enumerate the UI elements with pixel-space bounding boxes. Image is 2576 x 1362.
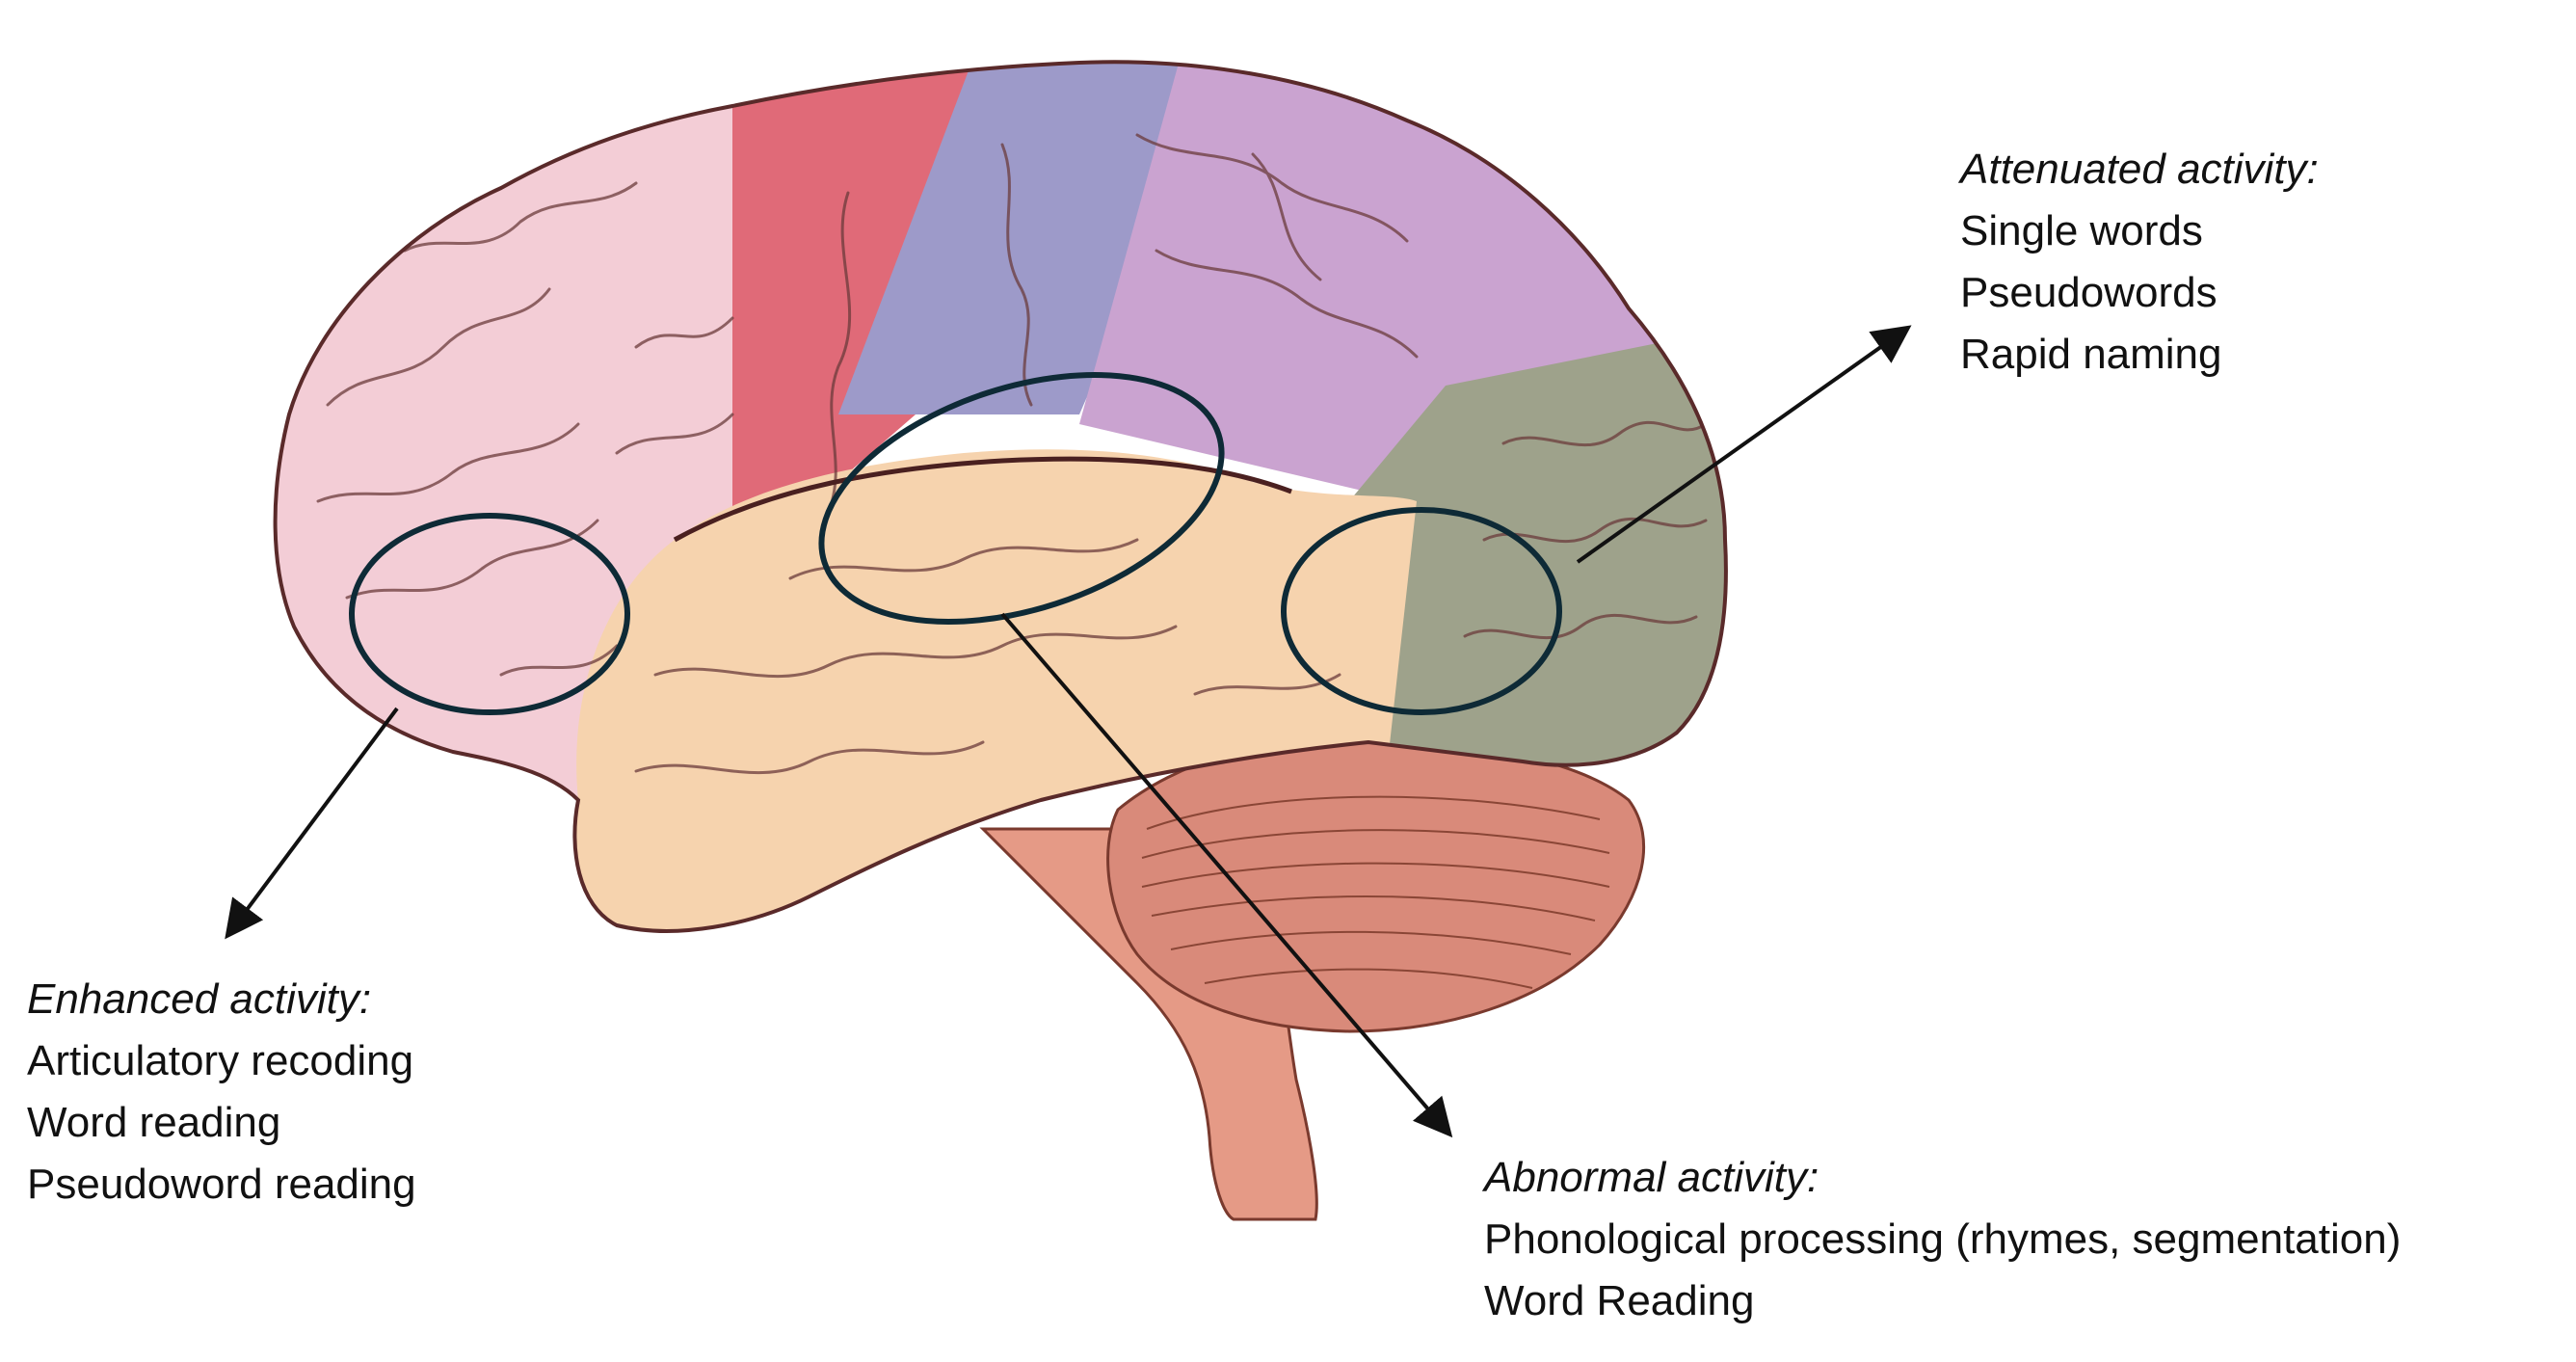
arrow-to-abnormal: [1000, 612, 1453, 1138]
occipitotemporal-region-ellipse: [1281, 507, 1562, 715]
cerebellum-folia: [1141, 795, 1610, 989]
enhanced-item: Word reading: [27, 1099, 281, 1146]
attenuated-item: Pseudowords: [1960, 269, 2217, 316]
attenuated-activity-annotation: Attenuated activity: Single words Pseudo…: [1960, 139, 2319, 386]
arrow-to-attenuated: [1576, 325, 1912, 564]
temporal-lobe: [574, 449, 1417, 931]
arrow-to-enhanced: [225, 707, 399, 940]
abnormal-item: Phonological processing (rhymes, segment…: [1484, 1215, 2402, 1263]
abnormal-activity-annotation: Abnormal activity: Phonological processi…: [1484, 1147, 2401, 1332]
attenuated-item: Rapid naming: [1960, 331, 2222, 378]
lateral-fissure: [673, 456, 1292, 543]
attenuated-item: Single words: [1960, 207, 2203, 254]
abnormal-item: Word Reading: [1484, 1277, 1755, 1324]
enhanced-item: Pseudoword reading: [27, 1161, 416, 1208]
attenuated-heading: Attenuated activity:: [1960, 146, 2319, 193]
temporoparietal-region-ellipse: [818, 372, 1225, 625]
enhanced-activity-annotation: Enhanced activity: Articulatory recoding…: [27, 969, 416, 1215]
enhanced-heading: Enhanced activity:: [27, 975, 372, 1023]
cerebellum: [1106, 734, 1646, 1033]
gyri-texture: [316, 133, 1708, 775]
cerebrum-outline: [273, 60, 1728, 933]
frontal-region-ellipse: [349, 513, 630, 715]
somatosensory-cortex: [838, 62, 1243, 414]
enhanced-item: Articulatory recoding: [27, 1037, 414, 1084]
abnormal-heading: Abnormal activity:: [1484, 1154, 1819, 1201]
